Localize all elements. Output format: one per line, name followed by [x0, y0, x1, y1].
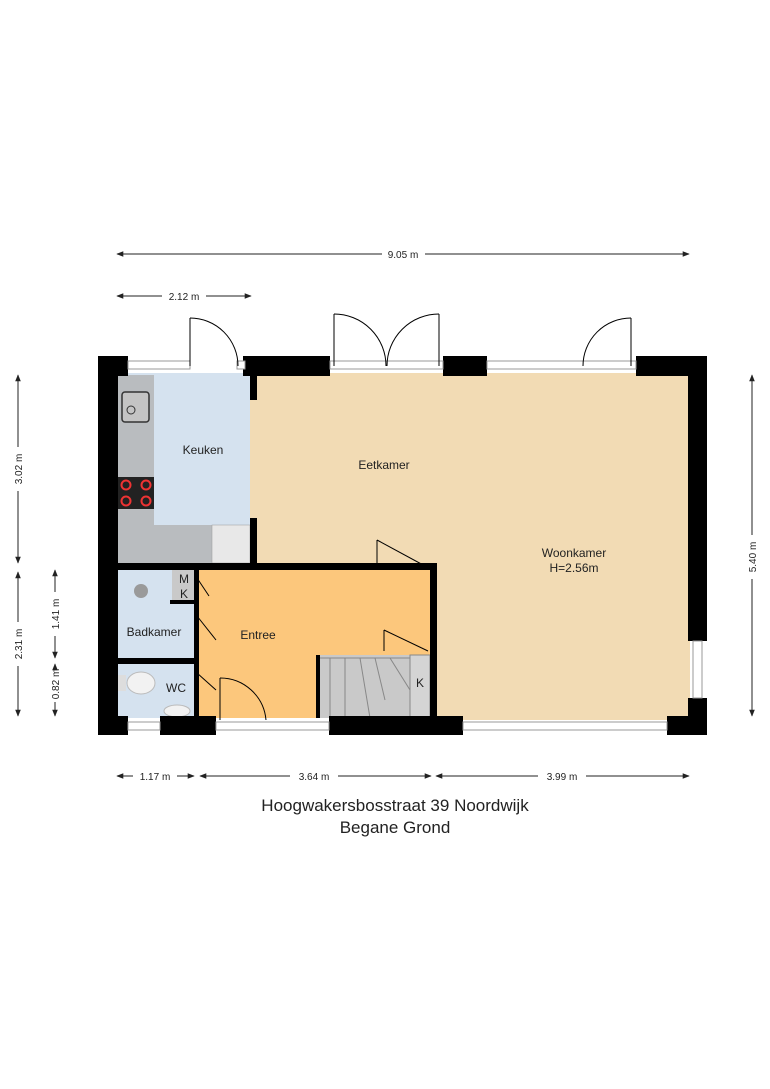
room-label-badkamer: Badkamer	[127, 625, 182, 639]
room-label-keuken: Keuken	[183, 443, 224, 457]
caption-address: Hoogwakersbosstraat 39 Noordwijk	[261, 796, 529, 815]
dim-inner-upper: 1.41 m	[51, 599, 62, 630]
dim-bottom-2: 3.64 m	[299, 772, 330, 783]
room-label-wc: WC	[166, 681, 186, 695]
dim-left-upper: 3.02 m	[14, 454, 25, 485]
dim-bottom-3: 3.99 m	[547, 772, 578, 783]
dim-inner-lower: 0.82 m	[51, 669, 62, 700]
meter-cupboard-floor	[172, 570, 194, 604]
room-label-entree: Entree	[240, 628, 276, 642]
stairs	[318, 654, 431, 719]
dim-right: 5.40 m	[748, 542, 759, 573]
room-label-woonkamer-height: H=2.56m	[549, 561, 598, 575]
toilet-icon	[118, 671, 156, 695]
living-room-floor-lower	[430, 560, 690, 720]
dimension-lines	[15, 251, 755, 779]
room-label-woonkamer: Woonkamer	[542, 546, 606, 560]
dim-top-total: 9.05 m	[388, 250, 419, 261]
sink-icon	[121, 391, 150, 423]
dim-left-lower: 2.31 m	[14, 629, 25, 660]
dim-bottom-1: 1.17 m	[140, 772, 171, 783]
kitchen-cabinet	[211, 524, 251, 564]
room-label-mk-m: M	[179, 572, 189, 586]
dim-top-partial: 2.12 m	[169, 292, 200, 303]
walls	[98, 356, 707, 735]
washbasin-icon	[134, 584, 148, 598]
room-label-mk-k: K	[180, 587, 188, 601]
doors	[189, 313, 632, 721]
stove-icon	[118, 477, 154, 509]
room-label-eetkamer: Eetkamer	[358, 458, 409, 472]
room-label-stair-k: K	[416, 676, 424, 690]
handbasin-icon	[163, 704, 191, 718]
caption-floor: Begane Grond	[339, 818, 451, 837]
